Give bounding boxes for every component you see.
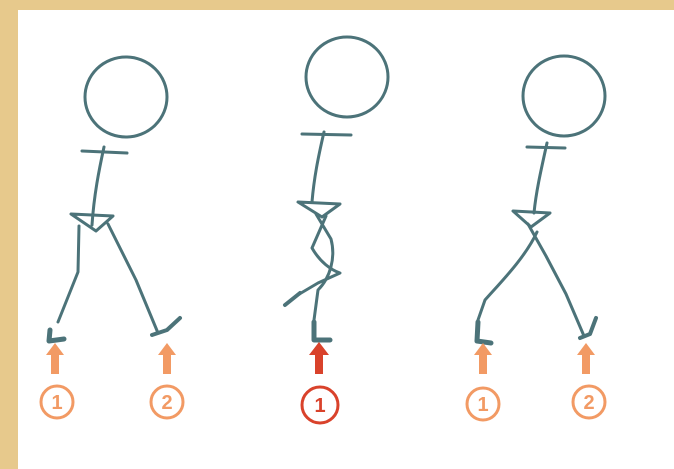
- shoulders: [302, 134, 351, 135]
- step-number: 2: [161, 392, 172, 414]
- step-number: 1: [314, 395, 325, 417]
- step-number: 1: [477, 394, 488, 416]
- step-number: 2: [583, 392, 594, 414]
- step-number: 1: [51, 392, 62, 414]
